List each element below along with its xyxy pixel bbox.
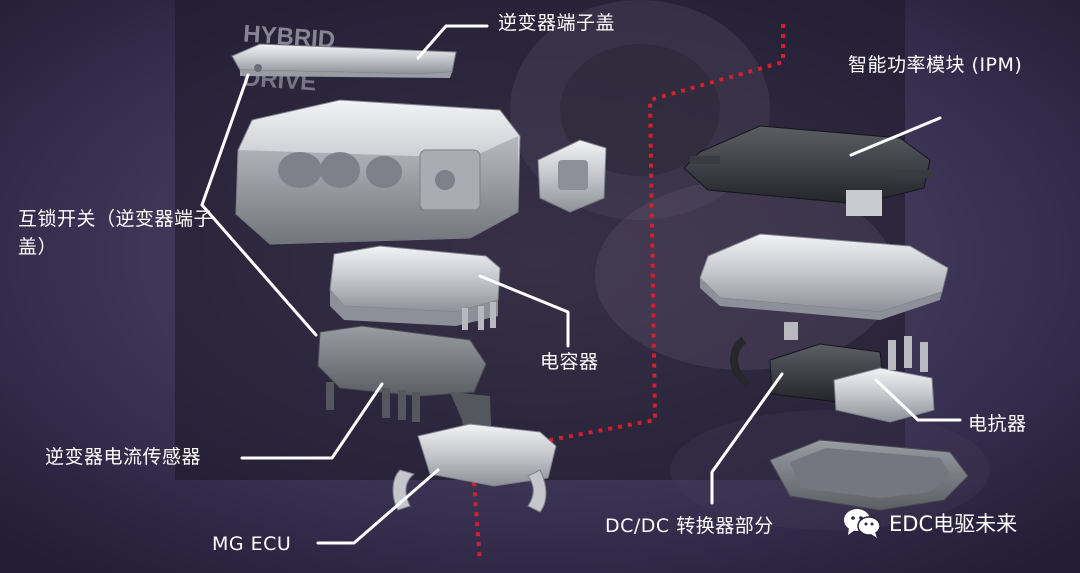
wechat-icon — [844, 509, 881, 538]
label-current-sensor: 逆变器电流传感器 — [45, 446, 202, 468]
reactor-part — [833, 336, 935, 423]
leader-line-dcdc — [710, 372, 784, 505]
inverter-housing-part — [235, 99, 521, 245]
watermark: EDC电驱未来 — [843, 507, 1017, 539]
label-interlock-switch: 互锁开关（逆变器端子盖） — [18, 208, 214, 258]
label-reactor: 电抗器 — [968, 413, 1027, 435]
capacitor-part — [329, 245, 501, 330]
bracket-part — [537, 139, 607, 213]
current-sensor-part — [317, 325, 492, 452]
label-dcdc-converter: DC/DC 转换器部分 — [605, 515, 774, 537]
background-wheel — [560, 44, 720, 176]
leader-line-reactor — [874, 378, 962, 422]
leader-line-current-sensor — [240, 382, 384, 460]
leader-lines — [200, 24, 962, 545]
ipm-part — [683, 125, 934, 216]
mg-ecu-part — [392, 423, 557, 513]
leader-line-capacitor — [478, 274, 570, 348]
leader-line-interlock-top — [200, 73, 250, 207]
cooling-plate-part — [699, 233, 949, 320]
label-inverter-terminal-cover: 逆变器端子盖 — [498, 12, 616, 34]
label-ipm: 智能功率模块 (IPM) — [848, 54, 1023, 76]
inverter-terminal-cover-part — [231, 43, 457, 78]
watermark-text: EDC电驱未来 — [889, 512, 1018, 536]
bottom-tray-part — [769, 439, 969, 511]
leader-line-interlock — [200, 203, 318, 337]
label-capacitor: 电容器 — [540, 351, 599, 373]
label-mg-ecu: MG ECU — [212, 533, 292, 555]
leader-line-ipm — [849, 116, 942, 157]
leader-line-inverter-cover — [416, 24, 489, 60]
leader-line-mg-ecu — [316, 468, 440, 545]
